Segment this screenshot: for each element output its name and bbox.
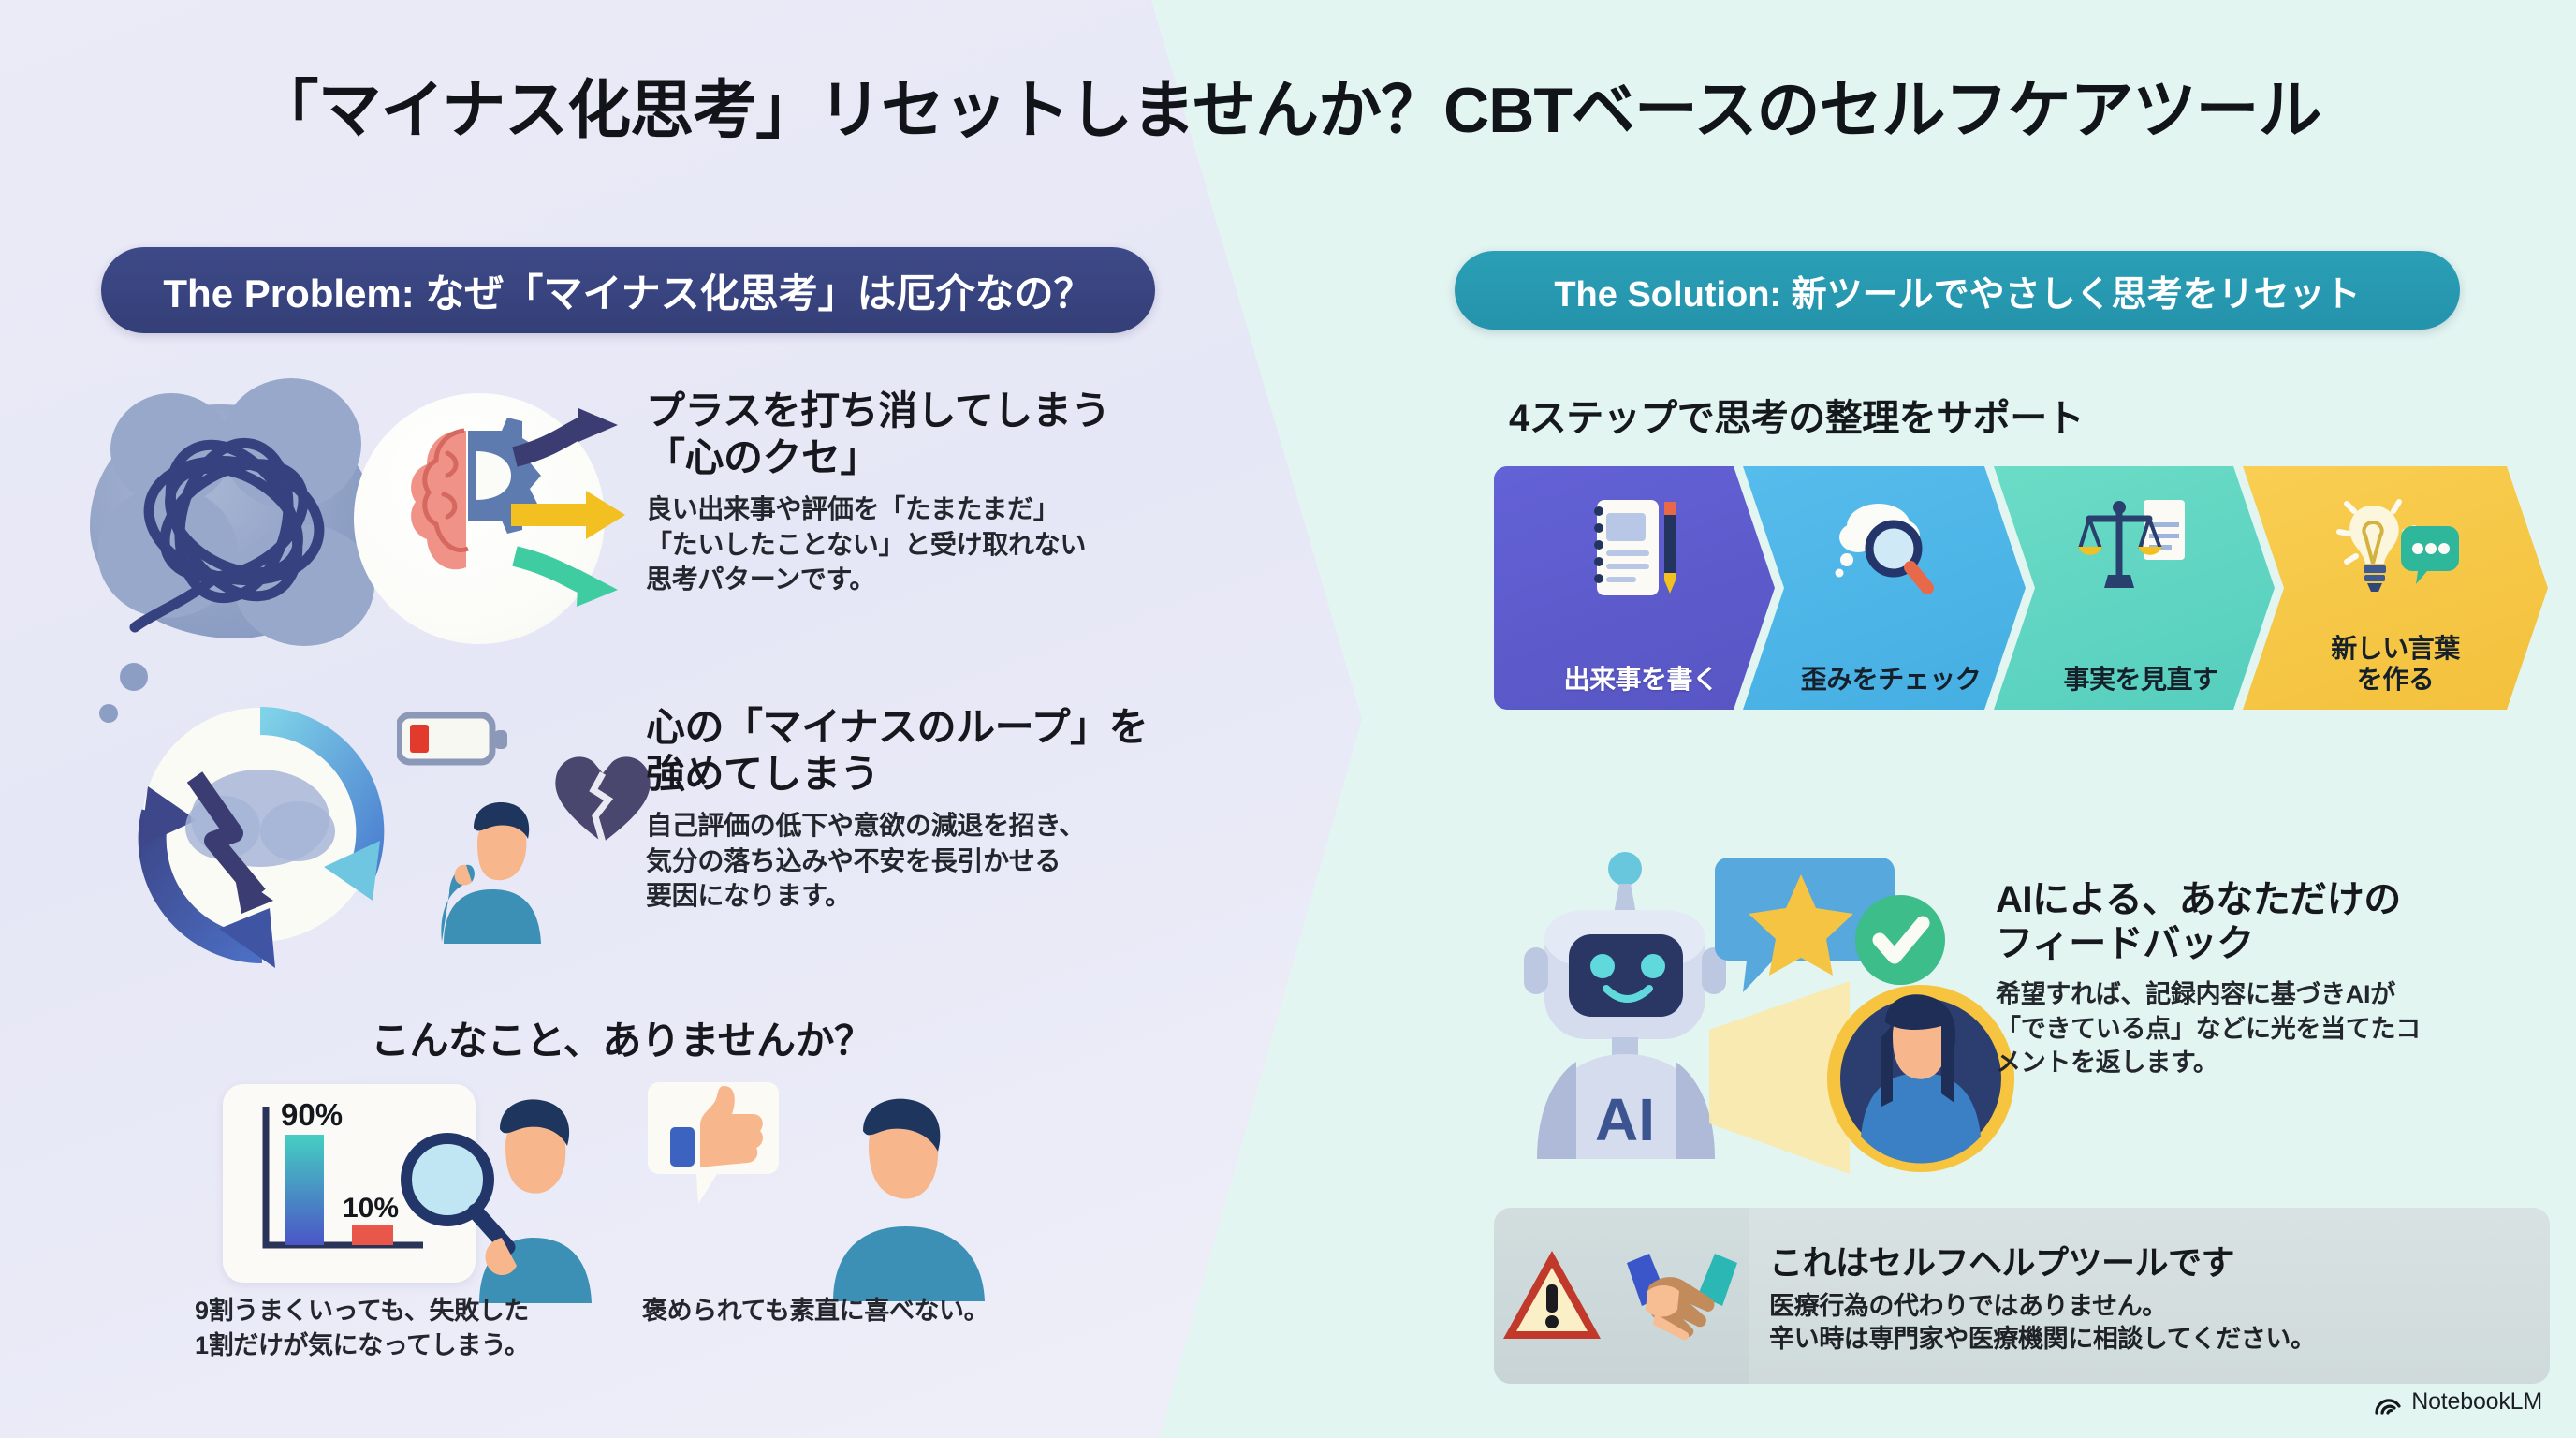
spotlight-person-icon <box>1709 981 2014 1174</box>
magnifier-person <box>401 1099 592 1303</box>
footer-brand: NotebookLM <box>2374 1388 2542 1416</box>
ai-feedback-body: 希望すれば、記録内容に基づきAIが 「できている点」などに光を当てたコ メントを… <box>1996 980 2421 1077</box>
svg-text:90%: 90% <box>281 1097 343 1132</box>
steps-row: 出来事を書く 歪みをチェック <box>1494 466 2550 710</box>
robot-chest-label: AI <box>1595 1086 1655 1153</box>
mini-bar-chart: 90% 10% <box>262 1097 423 1249</box>
step-item-4[interactable]: 新しい言葉 を作る <box>2243 466 2548 710</box>
step-item-3[interactable]: 事実を見直す <box>1994 466 2275 710</box>
low-battery-icon <box>397 712 507 766</box>
steps-heading: 4ステップで思考の整理をサポート <box>1509 398 2085 439</box>
problem-block-1: プラスを打ち消してしまう 「心のクセ」 良い出来事や評価を「たまたまだ」 「たい… <box>646 388 1226 597</box>
happy-person <box>833 1098 985 1301</box>
example-1-caption: 9割うまくいっても、失敗した 1割だけが気になってしまう。 <box>195 1297 530 1359</box>
step-item-2[interactable]: 歪みをチェック <box>1743 466 2026 710</box>
lightbulb-chat-icon <box>2332 491 2459 607</box>
problem-block-1-heading: プラスを打ち消してしまう 「心のクセ」 <box>646 389 1110 479</box>
page-title: 「マイナス化思考」リセットしませんか？CBTベースのセルフケアツール <box>255 75 2322 146</box>
handshake-icon <box>1627 1254 1737 1341</box>
notebooklm-logo-icon <box>2375 1398 2401 1415</box>
disclaimer-heading: これはセルフヘルプツールです <box>1769 1242 2235 1282</box>
step-label-1: 出来事を書く <box>1563 664 1719 694</box>
step-label-4: 新しい言葉 を作る <box>2331 634 2460 694</box>
thumbs-up-speech-bubble <box>648 1082 779 1204</box>
examples-heading: こんなこと、ありませんか？ <box>371 1019 873 1063</box>
ai-feedback-heading: AIによる、あなただけの フィードバック <box>1996 879 2401 965</box>
disclaimer-icons <box>1494 1208 1749 1384</box>
sad-person-icon <box>441 802 541 944</box>
star-speech-bubble-icon <box>1715 858 1945 992</box>
step-item-1[interactable]: 出来事を書く <box>1494 466 1775 710</box>
problem-block-2: 心の「マイナスのループ」を 強めてしまう 自己評価の低下や意欲の減退を招き、 気… <box>646 704 1236 914</box>
notebook-pen-icon <box>1578 491 1690 603</box>
step-label-3: 事実を見直す <box>2063 664 2218 694</box>
step-label-2: 歪みをチェック <box>1800 664 1982 694</box>
footer-brand-label: NotebookLM <box>2411 1388 2542 1415</box>
warning-triangle-icon <box>1503 1251 1601 1339</box>
disclaimer-box: これはセルフヘルプツールです 医療行為の代わりではありません。 辛い時は専門家や… <box>1494 1208 2550 1384</box>
problem-block-2-body: 自己評価の低下や意欲の減退を招き、 気分の落ち込みや不安を長引かせる 要因になり… <box>646 811 1085 911</box>
solution-section-pill: The Solution: 新ツールでやさしく思考をリセット <box>1455 251 2460 330</box>
cloud-magnifier-icon <box>1828 491 1940 603</box>
ai-feedback-block: AIによる、あなただけの フィードバック 希望すれば、記録内容に基づきAIが 「… <box>1996 878 2557 1079</box>
problem-block-2-heading: 心の「マイナスのループ」を 強めてしまう <box>646 705 1149 796</box>
svg-text:10%: 10% <box>343 1193 399 1224</box>
disclaimer-body: 医療行為の代わりではありません。 辛い時は専門家や医療機関に相談してください。 <box>1769 1291 2316 1353</box>
problem-block-1-body: 良い出来事や評価を「たまたまだ」 「たいしたことない」と受け取れない 思考パター… <box>646 494 1087 594</box>
example-2-caption: 褒められても素直に喜べない。 <box>642 1297 989 1325</box>
tangle-scribble-icon <box>129 437 325 633</box>
balance-scale-document-icon <box>2078 491 2190 603</box>
disclaimer-text: これはセルフヘルプツールです 医療行為の代わりではありません。 辛い時は専門家や… <box>1749 1236 2316 1356</box>
broken-heart-icon <box>555 756 651 844</box>
problem-section-pill: The Problem: なぜ「マイナス化思考」は厄介なの？ <box>101 247 1155 333</box>
